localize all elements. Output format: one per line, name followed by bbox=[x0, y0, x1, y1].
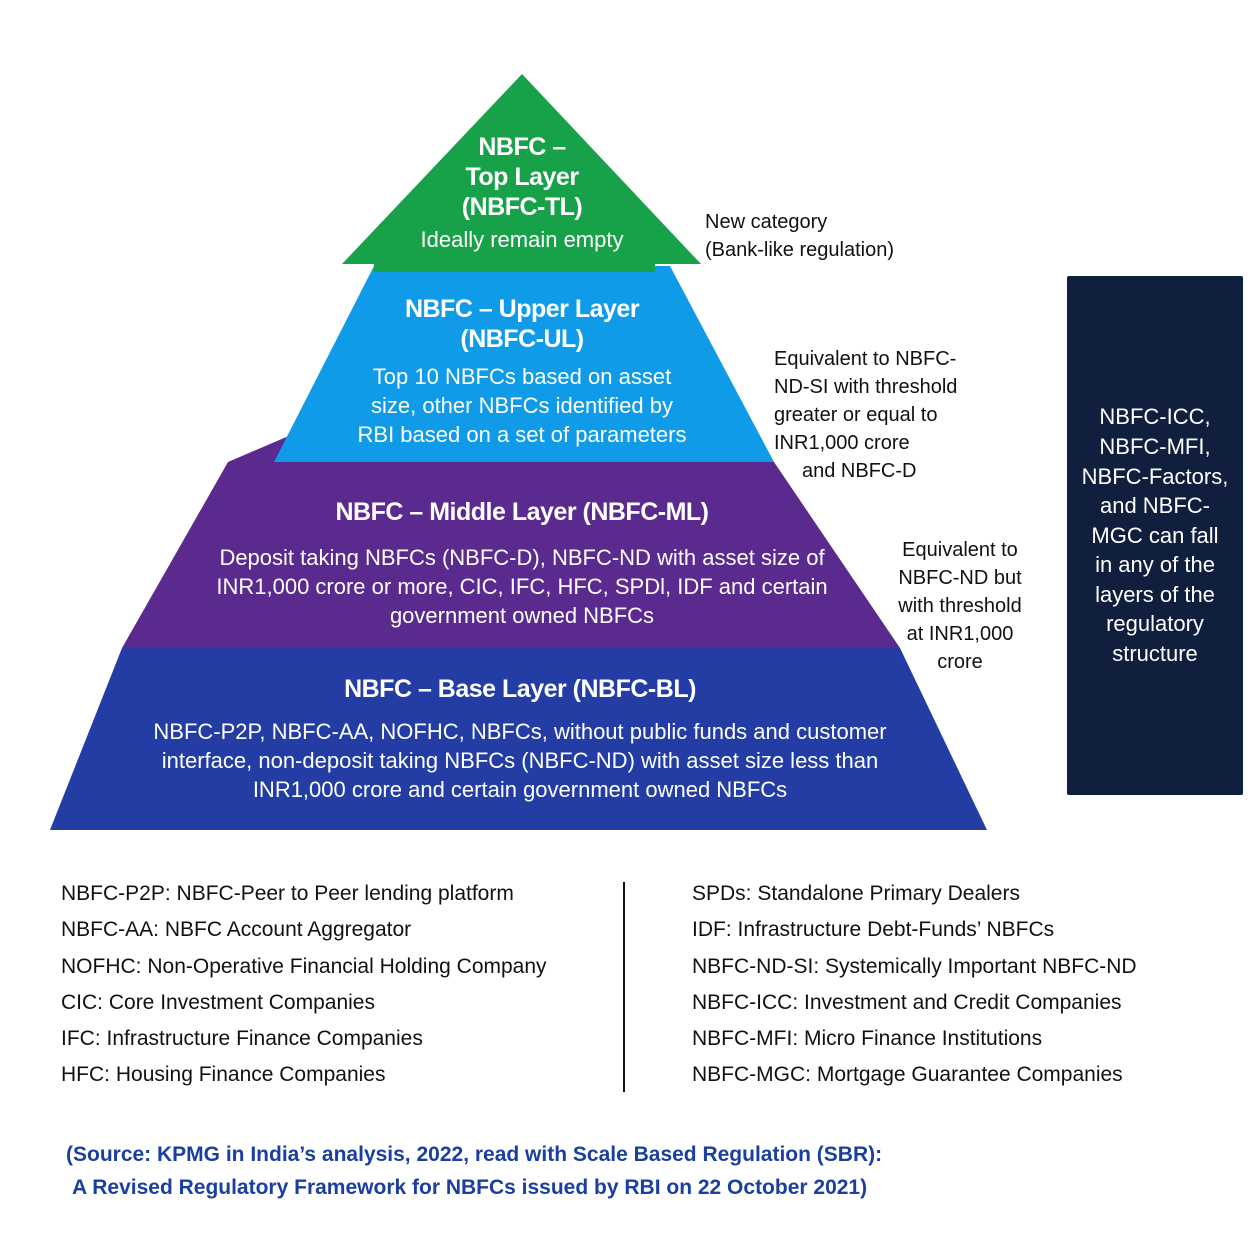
middle-layer-title: NBFC – Middle Layer (NBFC-ML) bbox=[335, 498, 710, 526]
glossary-definition: Non-Operative Financial Holding Company bbox=[147, 954, 547, 978]
glossary-left: NBFC-P2P: NBFC-Peer to Peer lending plat… bbox=[61, 876, 547, 1094]
middle-layer-description-2: INR1,000 crore or more, CIC, IFC, HFC, S… bbox=[216, 574, 828, 599]
glossary-term: NBFC-MGC: bbox=[692, 1063, 811, 1087]
middle-layer-description-1: Deposit taking NBFCs (NBFC-D), NBFC-ND w… bbox=[219, 545, 825, 570]
glossary-definition: Investment and Credit Companies bbox=[804, 990, 1122, 1014]
top-annotation-line-2: (Bank-like regulation) bbox=[705, 239, 894, 261]
side-note-line-7: layers of the bbox=[1095, 581, 1215, 607]
top-layer-title-3: (NBFC-TL) bbox=[461, 193, 583, 221]
upper-layer-description-1: Top 10 NBFCs based on asset bbox=[372, 364, 672, 389]
upper-annotation-line-4: INR1,000 crore bbox=[774, 432, 910, 454]
middle-annotation-line-5: crore bbox=[937, 651, 983, 673]
glossary-definition: Infrastructure Debt-Funds’ NBFCs bbox=[737, 918, 1055, 942]
glossary-definition: NBFC Account Aggregator bbox=[164, 918, 412, 942]
glossary-term: NBFC-MFI: bbox=[692, 1027, 799, 1051]
side-note-line-4: and NBFC- bbox=[1099, 493, 1211, 519]
glossary-definition: NBFC-Peer to Peer lending platform bbox=[176, 882, 514, 905]
glossary-definition: Micro Finance Institutions bbox=[804, 1027, 1043, 1051]
upper-layer-title-2: (NBFC-UL) bbox=[460, 325, 584, 353]
middle-annotation-line-4: at INR1,000 bbox=[906, 623, 1014, 645]
glossary-term: NBFC-AA: bbox=[61, 918, 160, 942]
upper-annotation-line-1: Equivalent to NBFC- bbox=[774, 348, 957, 370]
upper-annotation-line-5: and NBFC-D bbox=[802, 460, 917, 482]
glossary-item: NBFC-ICC: Investment and Credit Companie… bbox=[692, 985, 1137, 1021]
side-note-line-9: structure bbox=[1112, 641, 1198, 667]
base-layer-description-3: INR1,000 crore and certain government ow… bbox=[252, 777, 788, 802]
side-note-line-3: NBFC-Factors, bbox=[1081, 463, 1229, 489]
glossary-term: NBFC-ND-SI: bbox=[692, 954, 820, 978]
middle-layer-label: NBFC – Middle Layer (NBFC-ML) Deposit ta… bbox=[172, 497, 872, 630]
glossary-item: HFC: Housing Finance Companies bbox=[61, 1057, 547, 1093]
upper-layer-shape bbox=[274, 266, 774, 462]
glossary-item: IDF: Infrastructure Debt-Funds’ NBFCs bbox=[692, 912, 1137, 948]
base-layer-description-2: interface, non-deposit taking NBFCs (NBF… bbox=[161, 748, 879, 773]
top-layer-description: Ideally remain empty bbox=[420, 227, 624, 252]
upper-layer-description-3: RBI based on a set of parameters bbox=[357, 422, 687, 447]
source-line-2: A Revised Regulatory Framework for NBFCs… bbox=[72, 1176, 868, 1199]
middle-annotation-line-3: with threshold bbox=[898, 595, 1022, 617]
glossary-item: NBFC-AA: NBFC Account Aggregator bbox=[61, 912, 547, 948]
upper-annotation-line-2: ND-SI with threshold bbox=[774, 376, 958, 398]
pyramid-diagram bbox=[50, 74, 987, 830]
glossary-term: SPDs: bbox=[692, 882, 752, 905]
middle-layer-description-3: government owned NBFCs bbox=[389, 603, 655, 628]
glossary-definition: Core Investment Companies bbox=[108, 990, 375, 1014]
glossary-divider bbox=[623, 882, 625, 1092]
upper-annotation-line-3: greater or equal to bbox=[774, 404, 938, 426]
source-citation: (Source: KPMG in India’s analysis, 2022,… bbox=[66, 1138, 966, 1204]
glossary-item: CIC: Core Investment Companies bbox=[61, 985, 547, 1021]
base-layer-label: NBFC – Base Layer (NBFC-BL) NBFC-P2P, NB… bbox=[120, 674, 920, 804]
glossary-term: NBFC-P2P: bbox=[61, 882, 171, 905]
top-annotation-line-1: New category bbox=[705, 211, 828, 233]
side-note-line-6: in any of the bbox=[1095, 552, 1215, 578]
glossary-right: SPDs: Standalone Primary Dealers IDF: In… bbox=[692, 876, 1137, 1094]
glossary-definition: Infrastructure Finance Companies bbox=[106, 1027, 423, 1051]
base-layer-shape bbox=[50, 648, 987, 830]
glossary-definition: Housing Finance Companies bbox=[115, 1063, 386, 1087]
side-note-line-1: NBFC-ICC, bbox=[1099, 404, 1211, 430]
side-note-line-2: NBFC-MFI, bbox=[1099, 433, 1211, 459]
glossary-term: NOFHC: bbox=[61, 954, 142, 978]
base-layer-description-1: NBFC-P2P, NBFC-AA, NOFHC, NBFCs, without… bbox=[153, 719, 887, 744]
middle-layer-annotation: Equivalent to NBFC-ND but with threshold… bbox=[880, 536, 1040, 676]
glossary-term: NBFC-ICC: bbox=[692, 990, 799, 1014]
middle-annotation-line-1: Equivalent to bbox=[902, 539, 1018, 561]
middle-layer-shape bbox=[122, 432, 900, 648]
top-layer-shape bbox=[342, 74, 701, 272]
top-layer-label: NBFC – Top Layer (NBFC-TL) Ideally remai… bbox=[372, 132, 672, 254]
glossary-definition: Mortgage Guarantee Companies bbox=[816, 1063, 1123, 1087]
side-note-line-5: MGC can fall bbox=[1091, 522, 1219, 548]
side-note-box: NBFC-ICC, NBFC-MFI, NBFC-Factors, and NB… bbox=[1067, 276, 1243, 795]
upper-layer-label: NBFC – Upper Layer (NBFC-UL) Top 10 NBFC… bbox=[322, 294, 722, 449]
upper-layer-description-2: size, other NBFCs identified by bbox=[370, 393, 674, 418]
glossary-item: NOFHC: Non-Operative Financial Holding C… bbox=[61, 949, 547, 985]
glossary-term: HFC: bbox=[61, 1063, 110, 1087]
glossary-term: IDF: bbox=[692, 918, 732, 942]
glossary-item: NBFC-MFI: Micro Finance Institutions bbox=[692, 1021, 1137, 1057]
glossary-definition: Systemically Important NBFC-ND bbox=[825, 954, 1137, 978]
top-layer-annotation: New category (Bank-like regulation) bbox=[705, 208, 894, 264]
glossary-definition: Standalone Primary Dealers bbox=[757, 882, 1020, 905]
base-layer-title: NBFC – Base Layer (NBFC-BL) bbox=[344, 675, 696, 703]
glossary-item: SPDs: Standalone Primary Dealers bbox=[692, 876, 1137, 912]
upper-layer-title-1: NBFC – Upper Layer bbox=[404, 295, 640, 323]
glossary-item: IFC: Infrastructure Finance Companies bbox=[61, 1021, 547, 1057]
glossary-term: IFC: bbox=[61, 1027, 101, 1051]
side-note-line-8: regulatory bbox=[1106, 611, 1204, 637]
glossary-item: NBFC-MGC: Mortgage Guarantee Companies bbox=[692, 1057, 1137, 1093]
glossary-item: NBFC-ND-SI: Systemically Important NBFC-… bbox=[692, 949, 1137, 985]
glossary-item: NBFC-P2P: NBFC-Peer to Peer lending plat… bbox=[61, 876, 547, 912]
top-layer-title-1: NBFC – bbox=[478, 133, 566, 161]
source-line-1: (Source: KPMG in India’s analysis, 2022,… bbox=[66, 1143, 883, 1166]
top-layer-title-2: Top Layer bbox=[465, 163, 579, 191]
middle-annotation-line-2: NBFC-ND but bbox=[898, 567, 1022, 589]
glossary-term: CIC: bbox=[61, 990, 103, 1014]
upper-layer-annotation: Equivalent to NBFC- ND-SI with threshold… bbox=[774, 345, 957, 485]
